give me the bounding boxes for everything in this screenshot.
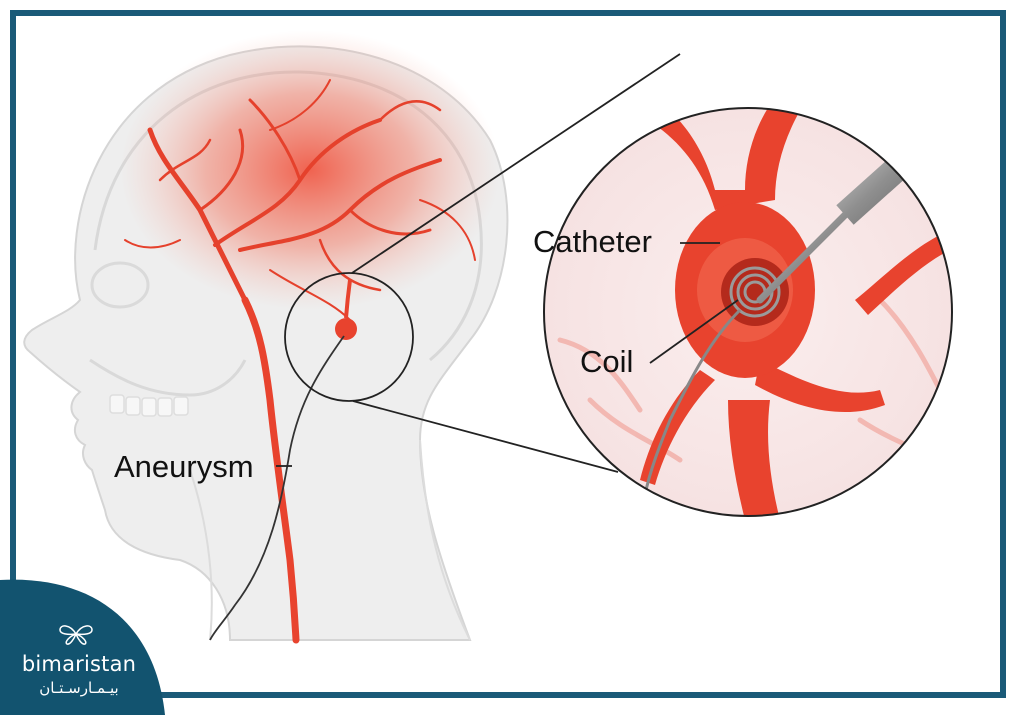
aneurysm-bulge: [335, 318, 357, 340]
brain-vessels: [124, 79, 476, 321]
aneurysm-label: Aneurysm: [114, 449, 254, 484]
coil-label: Coil: [580, 344, 634, 379]
zoom-inset: [543, 107, 953, 517]
teeth: [109, 394, 189, 417]
jaw-outline: [89, 358, 247, 397]
connector-line-top: [351, 53, 681, 274]
coil-leader: [649, 299, 739, 364]
neck-line-front: [189, 469, 213, 641]
logo-background: [0, 579, 165, 715]
brain-glow: [120, 30, 500, 310]
logo-text-english: bimaristan: [21, 652, 137, 676]
catheter-label: Catheter: [533, 224, 652, 259]
carotid-artery: [241, 296, 300, 644]
aneurysm-vessel: [344, 279, 352, 319]
connector-line-bottom: [352, 400, 619, 473]
frame-border: [10, 10, 1006, 698]
catheter-wire: [209, 335, 345, 641]
eye-socket: [90, 261, 150, 309]
neck-line-back: [419, 439, 471, 641]
butterfly-icon: [59, 625, 93, 645]
logo-text-arabic: بيـمـارسـتـان: [39, 679, 119, 697]
magnify-source-circle: [284, 272, 414, 402]
